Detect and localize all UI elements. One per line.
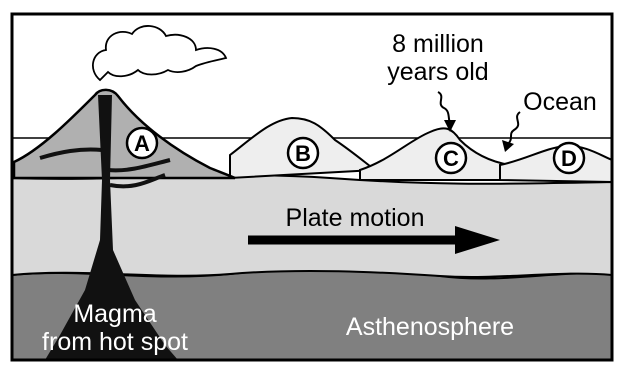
marker-a-text: A [134,131,150,156]
age-label-line1: 8 million [392,30,484,58]
age-label-line2: years old [387,58,488,86]
plate-motion-label: Plate motion [286,204,425,232]
marker-c: C [436,143,466,173]
marker-d-text: D [561,146,577,171]
marker-c-text: C [443,146,459,171]
magma-label-line2: from hot spot [42,328,188,356]
marker-b: B [288,138,318,168]
marker-a: A [127,128,157,158]
marker-d: D [554,143,584,173]
magma-label-line1: Magma [73,300,156,328]
ocean-label: Ocean [523,88,597,116]
marker-b-text: B [295,141,311,166]
asthenosphere-label: Asthenosphere [346,313,514,341]
